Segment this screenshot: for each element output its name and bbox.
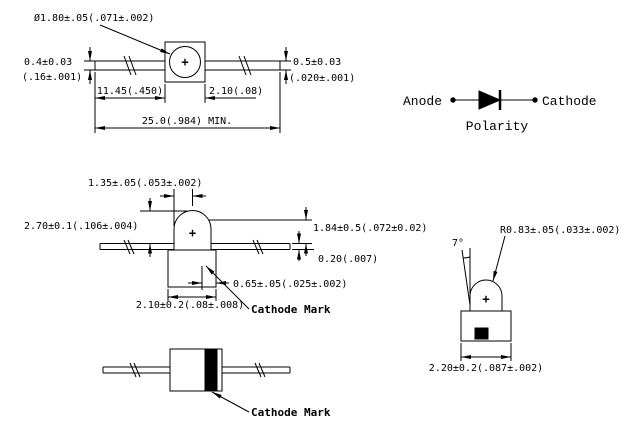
top-view-dimension-lines <box>84 24 291 133</box>
dim-lead-width-right-mm: 0.5±0.03 <box>293 57 341 68</box>
cathode-band <box>204 348 218 392</box>
polarity-plus-mark-top: + <box>181 55 188 69</box>
dim-base-width-detail: 2.20±0.2(.087±.002) <box>429 363 543 374</box>
dim-lead-length: 11.45(.450) <box>97 86 163 97</box>
dim-lead-width-left-in: (.16±.001) <box>22 72 82 83</box>
dim-overall-length: 25.0(.984) MIN. <box>142 116 232 127</box>
polarity-plus-mark-detail: + <box>482 292 489 306</box>
dim-tip-radius: R0.83±.05(.033±.002) <box>500 225 620 236</box>
axial-view-linework <box>102 348 291 413</box>
polarity-plus-mark-front: + <box>189 226 196 240</box>
anode-label: Anode <box>403 94 442 109</box>
cathode-label: Cathode <box>542 94 597 109</box>
front-view-dimension-lines <box>140 189 314 310</box>
dim-dome-diameter: Ø1.80±.05(.071±.002) <box>34 12 154 24</box>
dim-overall-height: 2.70±0.1(.106±.004) <box>24 221 138 232</box>
diode-icon <box>450 90 538 110</box>
dim-body-width-top: 2.10(.08) <box>209 86 263 97</box>
dim-mark-offset: 0.65±.05(.025±.002) <box>233 279 347 290</box>
cathode-mark-label-front: Cathode Mark <box>251 303 331 316</box>
detail-view-linework <box>460 235 512 361</box>
dim-lead-thickness: 0.20(.007) <box>318 254 378 265</box>
polarity-caption: Polarity <box>466 119 529 134</box>
dim-lead-width-right-in: (.020±.001) <box>289 73 355 84</box>
cathode-mark-detail <box>474 327 489 340</box>
dim-lead-width-left-mm: 0.4±0.03 <box>24 57 72 68</box>
dim-draft-angle: 7° <box>452 238 464 249</box>
dim-dome-half-width: 1.35±.05(.053±.002) <box>88 178 202 189</box>
cathode-mark-label-axial: Cathode Mark <box>251 406 331 419</box>
dim-dome-height: 1.84±0.5(.072±0.02) <box>313 223 427 234</box>
dim-base-width-front: 2.10±0.2(.08±.008) <box>136 300 244 311</box>
top-view-linework <box>94 41 281 83</box>
